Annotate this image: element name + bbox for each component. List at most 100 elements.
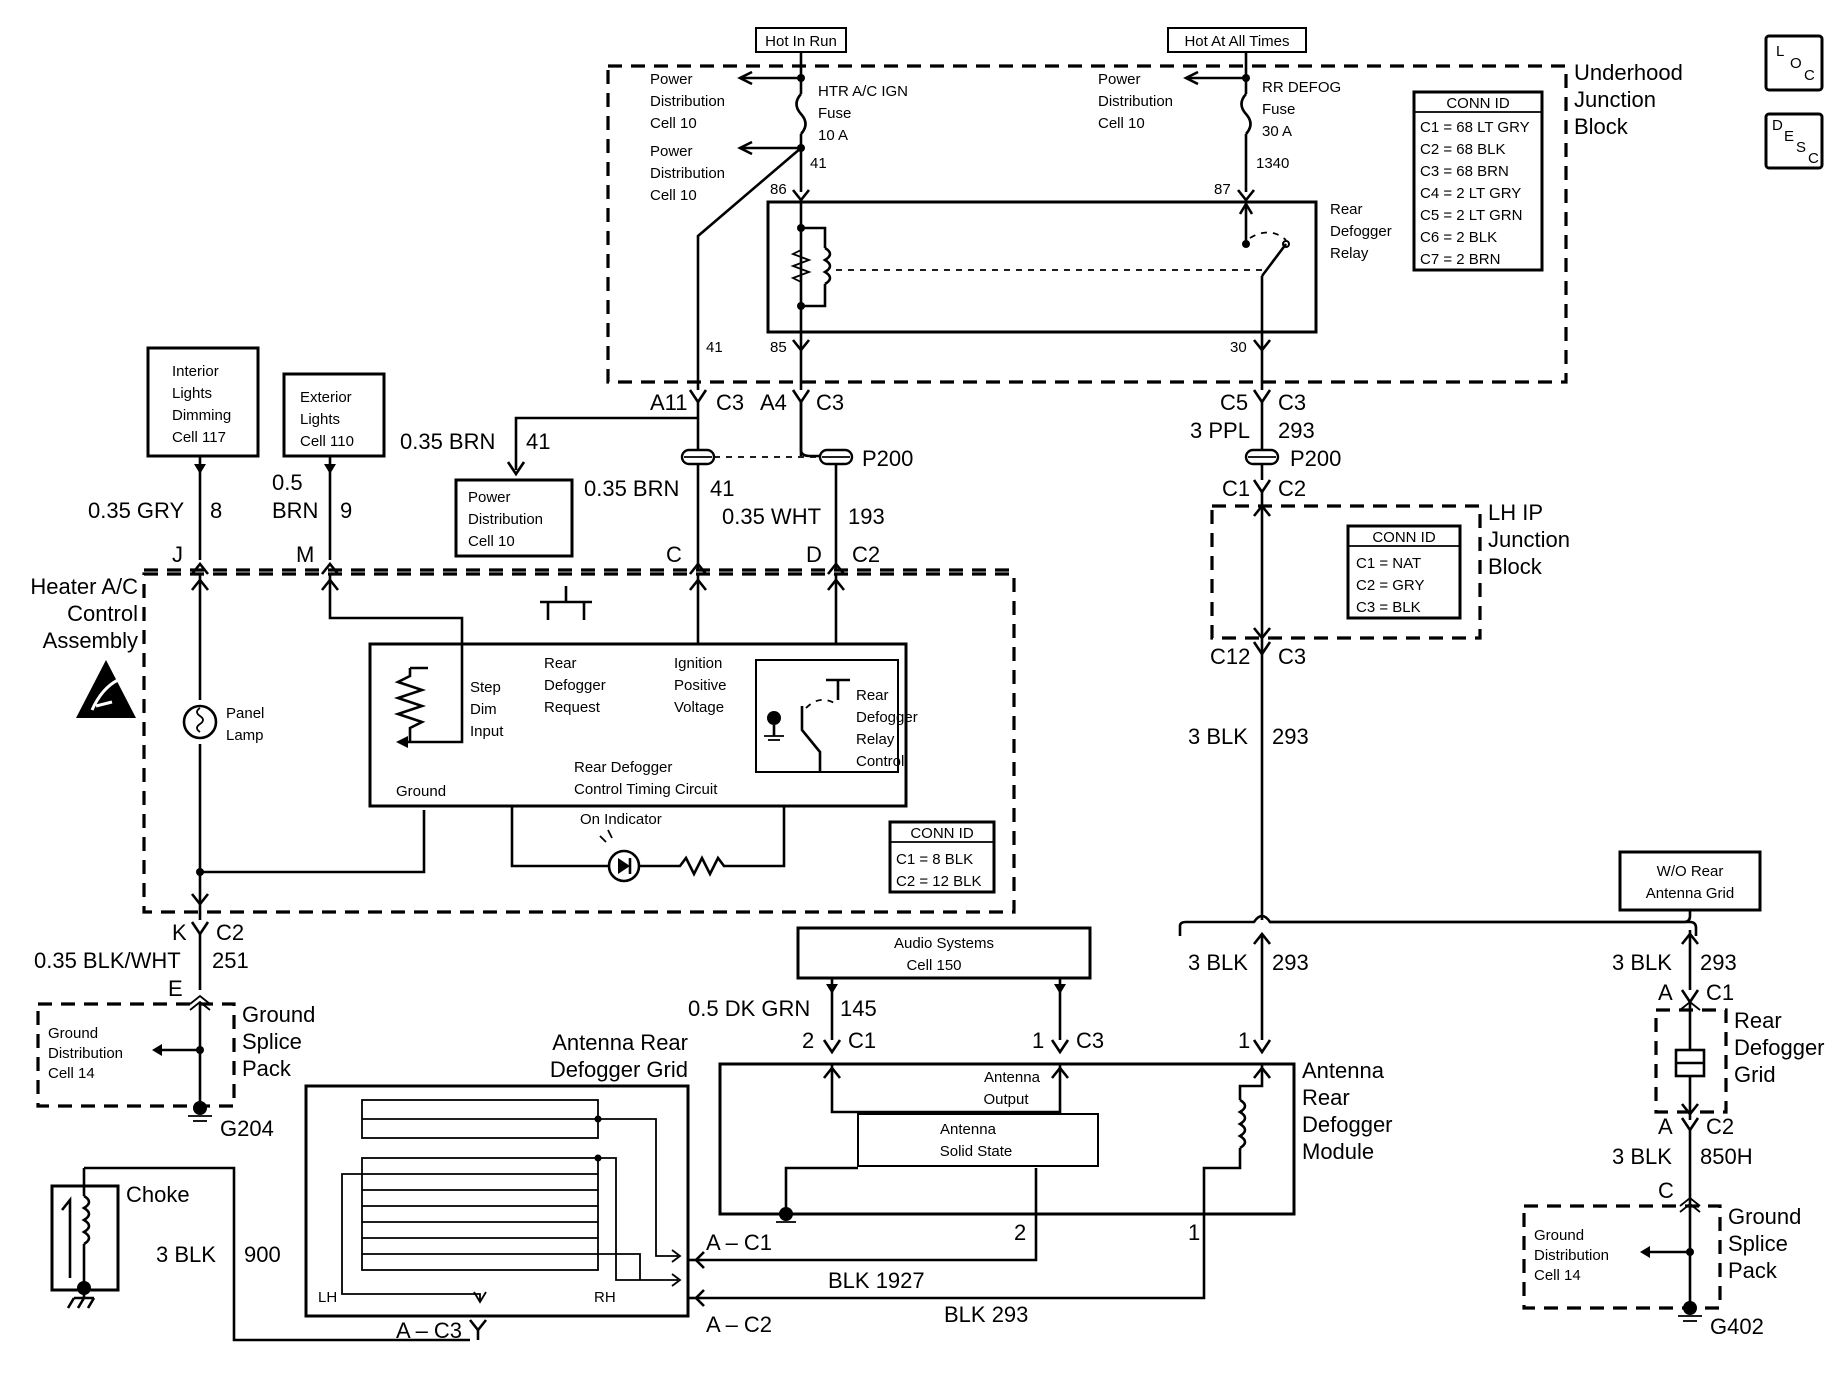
svg-text:Power: Power <box>650 143 693 160</box>
antenna-rear-defogger-module: 2 C1 1 C3 1 Antenna Output Antenna Solid… <box>718 1028 1393 1245</box>
svg-text:Distribution: Distribution <box>1098 93 1173 110</box>
pd-left-2: Power Distribution Cell 10 <box>650 143 725 204</box>
svg-text:Dim: Dim <box>470 701 497 718</box>
connector-c5-c3: C5 C3 3 PPL 293 P200 C1 C2 <box>1190 380 1341 501</box>
interior-lights-box: Interior Lights Dimming Cell 117 <box>146 346 260 560</box>
hvac-pin-m: M <box>296 542 340 575</box>
rear-defogger-control-timing-circuit: Rear Defogger Request Ignition Positive … <box>368 642 918 808</box>
svg-text:Block: Block <box>1574 114 1629 139</box>
svg-text:C4 = 2 LT GRY: C4 = 2 LT GRY <box>1420 185 1521 202</box>
svg-text:Output: Output <box>983 1091 1029 1108</box>
underhood-conn-id: CONN ID C1 = 68 LT GRY C2 = 68 BLK C3 = … <box>1412 90 1544 272</box>
hot-at-all-times-tag: Hot At All Times <box>1167 27 1307 53</box>
label-9: 9 <box>340 498 352 523</box>
svg-text:A: A <box>1658 1114 1673 1139</box>
svg-text:C2 = 12 BLK: C2 = 12 BLK <box>896 873 981 890</box>
label-41b: 41 <box>710 476 734 501</box>
svg-text:C: C <box>1804 67 1815 84</box>
svg-text:CONN ID: CONN ID <box>1372 529 1436 546</box>
rr-defog-fuse: RR DEFOG Fuse 30 A 1340 87 <box>1183 52 1341 203</box>
svg-text:S: S <box>1796 139 1806 156</box>
svg-text:Control: Control <box>856 753 904 770</box>
ground-splice-pack-right: C Ground Distribution Cell 14 Ground Spl… <box>1522 1178 1801 1339</box>
svg-text:A4: A4 <box>760 390 787 415</box>
svg-text:BLK 1927: BLK 1927 <box>828 1268 925 1293</box>
svg-text:Power: Power <box>1098 71 1141 88</box>
svg-text:850H: 850H <box>1700 1144 1753 1169</box>
label-035gry: 0.35 GRY <box>88 498 185 523</box>
svg-text:2: 2 <box>802 1028 814 1053</box>
svg-text:C2 = 68 BLK: C2 = 68 BLK <box>1420 141 1505 158</box>
svg-text:Request: Request <box>544 699 601 716</box>
svg-text:C3: C3 <box>1278 390 1306 415</box>
connector-a4-c3: A4 C3 <box>760 380 844 570</box>
svg-text:Rear: Rear <box>1734 1008 1782 1033</box>
exterior-lights-box: Exterior Lights Cell 110 <box>282 372 386 560</box>
svg-text:O: O <box>1790 55 1802 72</box>
svg-text:G402: G402 <box>1710 1314 1764 1339</box>
svg-text:M: M <box>296 542 314 567</box>
svg-text:C3: C3 <box>716 390 744 415</box>
svg-text:Lights: Lights <box>172 385 212 402</box>
svg-text:C3: C3 <box>1076 1028 1104 1053</box>
svg-text:Control Timing Circuit: Control Timing Circuit <box>574 781 718 798</box>
svg-text:2: 2 <box>1014 1220 1026 1245</box>
desc-icon[interactable]: D E S C <box>1764 112 1824 170</box>
antenna-rear-defogger-grid: Antenna Rear Defogger Grid LH RH A – C3 <box>304 1030 702 1343</box>
svg-text:Power: Power <box>468 489 511 506</box>
svg-text:Antenna Rear: Antenna Rear <box>552 1030 688 1055</box>
wo-rear-antenna-grid-box: W/O Rear Antenna Grid <box>1618 850 1762 912</box>
label-035brn-41b: 0.35 BRN <box>584 476 679 501</box>
svg-text:C5: C5 <box>1220 390 1248 415</box>
svg-text:1: 1 <box>1188 1220 1200 1245</box>
svg-text:D: D <box>806 542 822 567</box>
svg-text:86: 86 <box>770 181 787 198</box>
bus-wire-293: 3 BLK 293 3 BLK 293 <box>1178 910 1737 1040</box>
svg-text:Pack: Pack <box>1728 1258 1778 1283</box>
svg-text:RH: RH <box>594 1289 616 1306</box>
svg-text:Splice: Splice <box>1728 1231 1788 1256</box>
svg-text:30 A: 30 A <box>1262 123 1292 140</box>
svg-text:Cell 10: Cell 10 <box>650 187 697 204</box>
svg-text:C: C <box>666 542 682 567</box>
svg-text:3 BLK: 3 BLK <box>1612 1144 1672 1169</box>
svg-text:Module: Module <box>1302 1139 1374 1164</box>
svg-text:0.35 BRN: 0.35 BRN <box>400 429 495 454</box>
svg-text:L: L <box>1776 43 1784 60</box>
svg-text:41: 41 <box>810 155 827 172</box>
svg-text:Cell 117: Cell 117 <box>172 429 226 446</box>
loc-icon[interactable]: L O C <box>1764 34 1824 92</box>
panel-lamp-icon: Panel Lamp <box>182 704 264 744</box>
p200-splice-left: P200 <box>680 446 913 471</box>
svg-text:Cell 150: Cell 150 <box>906 957 961 974</box>
svg-text:BLK 293: BLK 293 <box>944 1302 1028 1327</box>
svg-text:Antenna: Antenna <box>940 1121 997 1138</box>
svg-text:Power: Power <box>650 71 693 88</box>
svg-text:Dimming: Dimming <box>172 407 231 424</box>
svg-text:Cell 14: Cell 14 <box>48 1065 95 1082</box>
svg-text:Defogger: Defogger <box>1734 1035 1825 1060</box>
svg-text:C3 = 68 BRN: C3 = 68 BRN <box>1420 163 1509 180</box>
svg-text:Rear: Rear <box>544 655 577 672</box>
svg-text:0.5 DK GRN: 0.5 DK GRN <box>688 996 810 1021</box>
hvac-pin-j: J <box>172 542 210 575</box>
ground-splice-pack-left: E Ground Distribution Cell 14 Ground Spl… <box>36 976 315 1141</box>
svg-text:On Indicator: On Indicator <box>580 811 662 828</box>
svg-text:A – C1: A – C1 <box>706 1230 772 1255</box>
svg-text:Lamp: Lamp <box>226 727 264 744</box>
svg-text:Antenna: Antenna <box>984 1069 1041 1086</box>
svg-text:Audio Systems: Audio Systems <box>894 935 994 952</box>
svg-text:Relay: Relay <box>1330 245 1369 262</box>
svg-text:Panel: Panel <box>226 705 264 722</box>
svg-text:Rear: Rear <box>856 687 889 704</box>
svg-text:Junction: Junction <box>1574 87 1656 112</box>
hvac-conn-id: CONN ID C1 = 8 BLK C2 = 12 BLK <box>888 820 996 894</box>
svg-text:41: 41 <box>706 339 723 356</box>
svg-text:Hot In Run: Hot In Run <box>765 33 837 50</box>
svg-text:A – C2: A – C2 <box>706 1312 772 1337</box>
connector-c12-c3: C12 C3 3 BLK 293 <box>1188 641 1309 910</box>
svg-text:C1: C1 <box>848 1028 876 1053</box>
svg-text:K: K <box>172 920 187 945</box>
svg-text:3 BLK: 3 BLK <box>156 1242 216 1267</box>
